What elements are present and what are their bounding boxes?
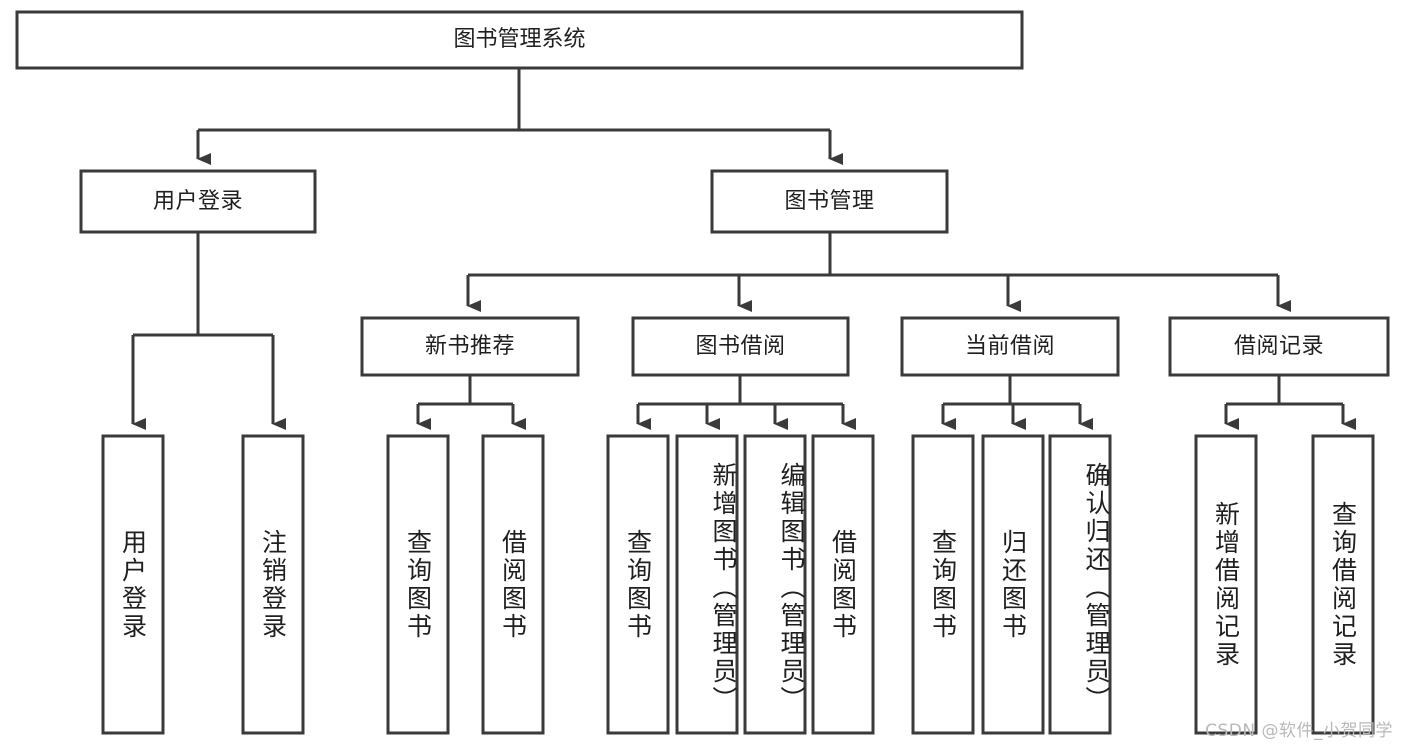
node-box-borrow-record[interactable] — [1168, 316, 1390, 377]
node-box-leaf-query-book-nb[interactable] — [386, 434, 450, 735]
node-box-leaf-edit-book[interactable] — [743, 434, 807, 735]
node-box-leaf-query-book-bb[interactable] — [606, 434, 670, 735]
node-box-leaf-query-book-cb[interactable] — [911, 434, 975, 735]
node-box-current-borrow[interactable] — [900, 316, 1120, 377]
node-box-leaf-add-record[interactable] — [1194, 434, 1258, 735]
watermark: CSDN @软件_小贺同学 — [1205, 721, 1393, 741]
node-box-leaf-user-login[interactable] — [101, 434, 165, 735]
node-box-new-book-recommend[interactable] — [360, 316, 580, 377]
node-box-leaf-logout[interactable] — [241, 434, 305, 735]
node-box-book-management[interactable] — [710, 169, 949, 234]
node-box-leaf-add-book[interactable] — [675, 434, 739, 735]
node-box-user-login[interactable] — [79, 169, 317, 234]
node-box-leaf-borrow-book-nb[interactable] — [481, 434, 545, 735]
node-box-book-borrow[interactable] — [631, 316, 850, 377]
node-box-root[interactable] — [15, 10, 1024, 70]
node-box-leaf-query-record[interactable] — [1311, 434, 1375, 735]
node-box-leaf-confirm-return[interactable] — [1048, 434, 1112, 735]
node-box-leaf-return-book[interactable] — [981, 434, 1045, 735]
node-box-leaf-borrow-book-bb[interactable] — [811, 434, 875, 735]
